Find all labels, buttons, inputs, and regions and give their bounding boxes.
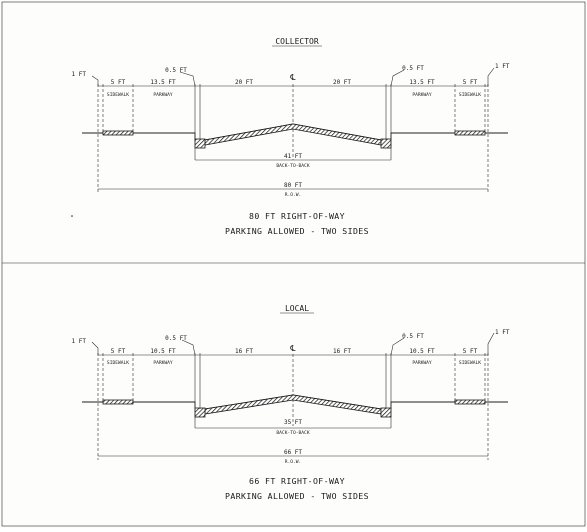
collector-right-lane-width: 20 FT — [333, 79, 351, 86]
collector-right-edge-label: 1 FT — [495, 63, 510, 70]
collector-title: COLLECTOR — [275, 37, 319, 46]
scan-speck — [71, 215, 73, 217]
collector-left-offset-leader — [179, 71, 196, 87]
collector-left-curb — [194, 138, 206, 149]
local-caption-parking: PARKING ALLOWED - TWO SIDES — [225, 491, 369, 501]
local-row-label: R.O.W. — [285, 459, 302, 465]
collector-row-label: R.O.W. — [285, 192, 302, 198]
collector-left-offset-label: 0.5 FT — [165, 67, 187, 74]
collector-left-sidewalk-label: SIDEWALK — [107, 92, 129, 98]
collector-left-parkway-label: PARKWAY — [153, 92, 173, 98]
local-left-sidewalk-label: SIDEWALK — [107, 360, 129, 366]
local-title: LOCAL — [285, 304, 309, 313]
local-row-width: 66 FT — [284, 449, 302, 456]
collector-right-parkway-width: 13.5 FT — [409, 79, 435, 86]
collector-left-lane-width: 20 FT — [235, 79, 253, 86]
local-back-to-back-width: 35 FT — [284, 419, 302, 426]
local-left-parkway-width: 10.5 FT — [150, 348, 176, 355]
local-right-sidewalk-label: SIDEWALK — [459, 360, 481, 366]
collector-right-offset-leader — [390, 69, 405, 87]
local-right-sidewalk-width: 5 FT — [463, 348, 478, 355]
local-section: LOCAL ℄ 1 FT 1 FT 0.5 FT 0.5 — [72, 304, 510, 501]
collector-right-sidewalk-label: SIDEWALK — [459, 92, 481, 98]
local-back-to-back-label: BACK-TO-BACK — [276, 430, 309, 436]
collector-right-sidewalk-slab — [454, 130, 486, 136]
collector-right-parkway-label: PARKWAY — [412, 92, 432, 98]
local-right-lane-width: 16 FT — [333, 348, 351, 355]
local-right-offset-leader — [390, 337, 405, 356]
collector-left-sidewalk-width: 5 FT — [111, 79, 126, 86]
local-left-offset-label: 0.5 FT — [165, 335, 187, 342]
collector-right-offset-label: 0.5 FT — [402, 65, 424, 72]
collector-section: COLLECTOR ℄ 1 FT 1 FT — [71, 37, 510, 236]
local-left-edge-label: 1 FT — [72, 338, 87, 345]
collector-left-edge-label: 1 FT — [72, 71, 87, 78]
collector-left-edge-leader — [91, 75, 99, 86]
collector-back-to-back-label: BACK-TO-BACK — [276, 163, 309, 169]
collector-centerline-symbol: ℄ — [289, 73, 296, 82]
collector-right-curb — [380, 138, 392, 149]
local-left-lane-width: 16 FT — [235, 348, 253, 355]
local-left-parkway-label: PARKWAY — [153, 360, 173, 366]
local-caption-row: 66 FT RIGHT-OF-WAY — [249, 476, 345, 486]
local-left-edge-leader — [91, 341, 99, 355]
local-left-offset-leader — [181, 339, 196, 356]
collector-right-edge-leader — [487, 67, 495, 86]
local-left-sidewalk-width: 5 FT — [111, 348, 126, 355]
local-centerline-symbol: ℄ — [289, 344, 296, 353]
local-right-parkway-width: 10.5 FT — [409, 348, 435, 355]
local-right-sidewalk-slab — [454, 399, 486, 405]
local-left-sidewalk-slab — [102, 399, 134, 405]
local-right-curb — [380, 407, 392, 418]
collector-left-parkway-width: 13.5 FT — [150, 79, 176, 86]
collector-right-sidewalk-width: 5 FT — [463, 79, 478, 86]
collector-left-sidewalk-slab — [102, 130, 134, 136]
local-right-offset-label: 0.5 FT — [402, 333, 424, 340]
collector-caption-row: 80 FT RIGHT-OF-WAY — [249, 211, 345, 221]
local-right-parkway-label: PARKWAY — [412, 360, 432, 366]
local-left-curb — [194, 407, 206, 418]
collector-caption-parking: PARKING ALLOWED - TWO SIDES — [225, 226, 369, 236]
collector-back-to-back-width: 41 FT — [284, 153, 302, 160]
collector-row-width: 80 FT — [284, 182, 302, 189]
local-right-edge-leader — [487, 332, 495, 355]
local-right-edge-label: 1 FT — [495, 329, 510, 336]
